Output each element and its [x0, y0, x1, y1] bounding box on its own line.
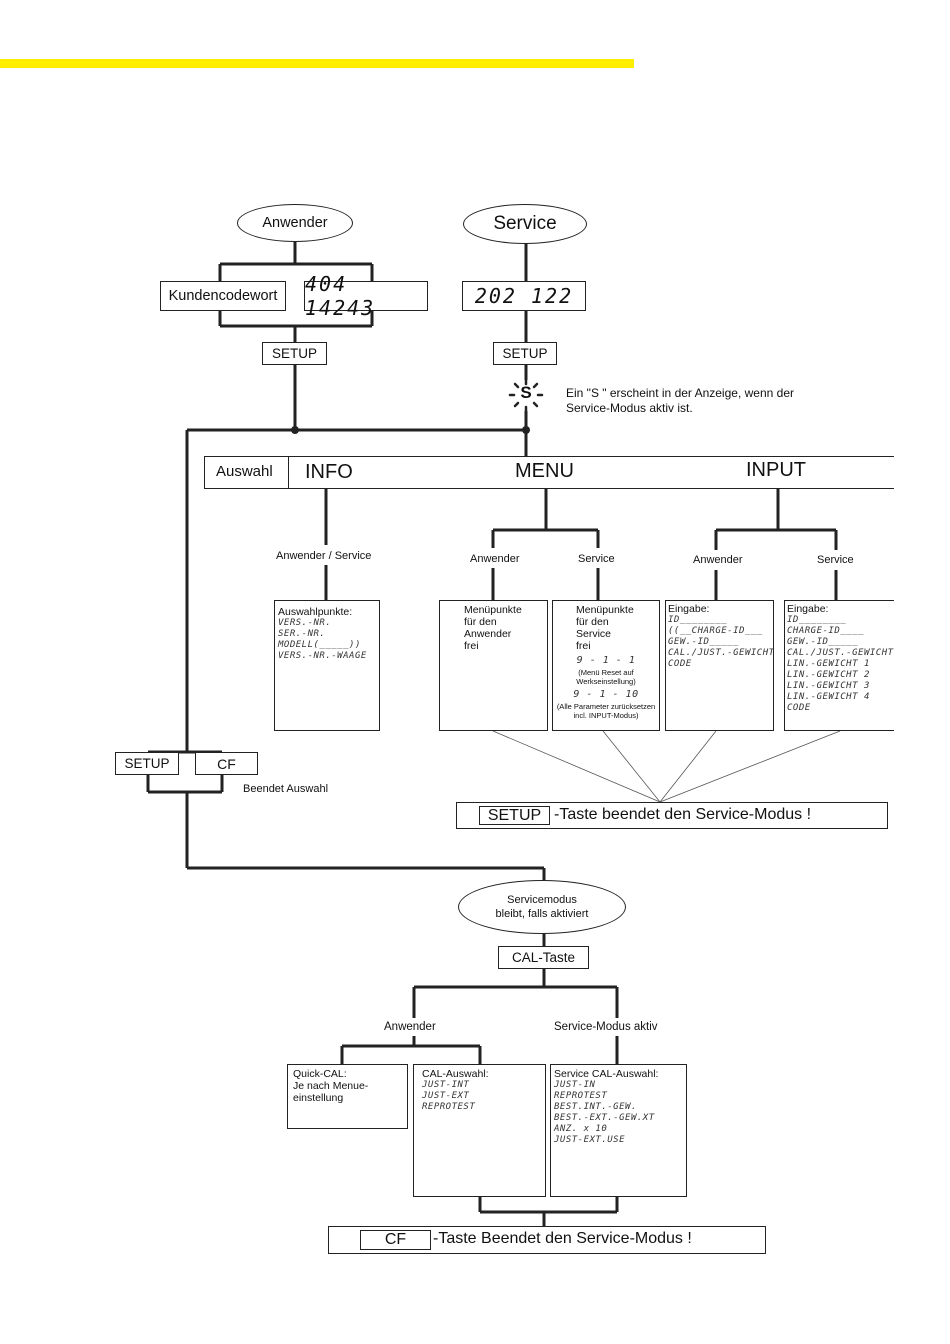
setup-ends-text: -Taste beendet den Service-Modus ! [554, 806, 812, 823]
service-code: 202 122 [474, 284, 574, 308]
anwender-oval: Anwender [237, 204, 353, 242]
menu-heading[interactable]: MENU [515, 460, 574, 482]
cal-key[interactable]: CAL-Taste [498, 946, 589, 969]
input-heading[interactable]: INPUT [746, 459, 806, 481]
info-items: VERS.-NR. SER.-NR. MODELL(_____)) VERS.-… [278, 618, 376, 662]
servicemodus-oval: Servicemodus bleibt, falls aktiviert [458, 880, 626, 934]
cf-ends-key: CF [360, 1230, 431, 1250]
info-branch-label: Anwender / Service [276, 550, 372, 562]
input-service-title: Eingabe: [787, 603, 829, 615]
input-anwender-items: ID________ ((__CHARGE-ID___ GEW.-ID_____… [668, 615, 774, 669]
quick-cal-panel: Quick-CAL: Je nach Menue- einstellung [287, 1064, 408, 1129]
input-service-panel: Eingabe: ID________ CHARGE-ID____ GEW.-I… [784, 600, 894, 731]
input-service-items: ID________ CHARGE-ID____ GEW.-ID_____ CA… [787, 615, 894, 713]
auswahl-label: Auswahl [216, 463, 273, 480]
setup-key-right-label: SETUP [502, 346, 548, 361]
s-note-line2: Service-Modus aktiv ist. [566, 401, 693, 415]
cal-auswahl-panel: CAL-Auswahl: JUST-INT JUST-EXT REPROTEST [413, 1064, 546, 1197]
menu-code-1: 9 - 1 - 1 [576, 655, 636, 666]
selection-divider [288, 456, 289, 489]
input-anwender-panel: Eingabe: ID________ ((__CHARGE-ID___ GEW… [665, 600, 774, 731]
anwender-code: 404 14243 [305, 272, 376, 320]
kundencodewort-box: Kundencodewort [160, 281, 286, 311]
service-oval: Service [463, 204, 587, 244]
menu-anwender-panel: Menüpunkte für den Anwender frei [439, 600, 548, 731]
info-item: VERS.-NR. [278, 618, 332, 628]
cal-branch-service: Service-Modus aktiv [554, 1021, 658, 1033]
cf-ends-service-banner: CF -Taste Beendet den Service-Modus ! [328, 1226, 766, 1254]
info-item: VERS.-NR.-WAAGE [278, 651, 367, 661]
beendet-auswahl-label: Beendet Auswahl [243, 783, 329, 795]
info-item: SER.-NR. [278, 629, 326, 639]
info-panel: Auswahlpunkte: VERS.-NR. SER.-NR. MODELL… [274, 600, 380, 731]
setup-key-left-label: SETUP [271, 346, 317, 361]
setup-ends-key: SETUP [479, 806, 550, 825]
service-code-display: 202 122 [462, 281, 586, 311]
kundencodewort-label: Kundencodewort [168, 288, 278, 304]
menu-note-2: (Alle Parameter zurücksetzen incl. INPUT… [556, 702, 656, 720]
accent-bar [0, 59, 634, 68]
cal-branch-anwender: Anwender [384, 1021, 436, 1033]
menu-note-1: (Menü Reset auf Werkseinstellung) [576, 668, 636, 686]
service-cal-title: Service CAL-Auswahl: [554, 1068, 659, 1080]
setup-key-left[interactable]: SETUP [262, 342, 327, 365]
setup-ends-service-banner: SETUP -Taste beendet den Service-Modus ! [456, 802, 888, 829]
anwender-label: Anwender [262, 215, 328, 231]
menu-branch-anwender: Anwender [470, 553, 520, 565]
input-branch-service: Service [817, 554, 854, 566]
setup-key-right[interactable]: SETUP [493, 342, 557, 365]
menu-service-text: Menüpunkte für den Service frei [576, 604, 634, 652]
service-cal-panel: Service CAL-Auswahl: JUST-IN REPROTEST B… [550, 1064, 687, 1197]
menu-code-2: 9 - 1 - 10 [573, 689, 639, 700]
input-branch-anwender: Anwender [693, 554, 743, 566]
menu-anwender-text: Menüpunkte für den Anwender frei [464, 604, 522, 652]
selection-bar [204, 456, 894, 489]
setup-exit-key[interactable]: SETUP [115, 752, 179, 775]
menu-branch-service: Service [578, 553, 615, 565]
s-symbol-icon: S [520, 383, 532, 402]
s-note-line1: Ein "S " erscheint in der Anzeige, wenn … [566, 386, 794, 400]
input-anwender-title: Eingabe: [668, 603, 710, 615]
cal-auswahl-title: CAL-Auswahl: [422, 1068, 489, 1080]
service-label: Service [493, 213, 557, 234]
info-item: MODELL(_____)) [278, 640, 361, 650]
menu-service-panel: Menüpunkte für den Service frei 9 - 1 - … [552, 600, 660, 731]
cf-ends-text: -Taste Beendet den Service-Modus ! [433, 1230, 692, 1247]
info-panel-title: Auswahlpunkte: [278, 606, 353, 618]
cf-exit-key[interactable]: CF [195, 752, 258, 775]
anwender-code-display: 404 14243 [304, 272, 428, 320]
info-heading[interactable]: INFO [305, 461, 353, 483]
